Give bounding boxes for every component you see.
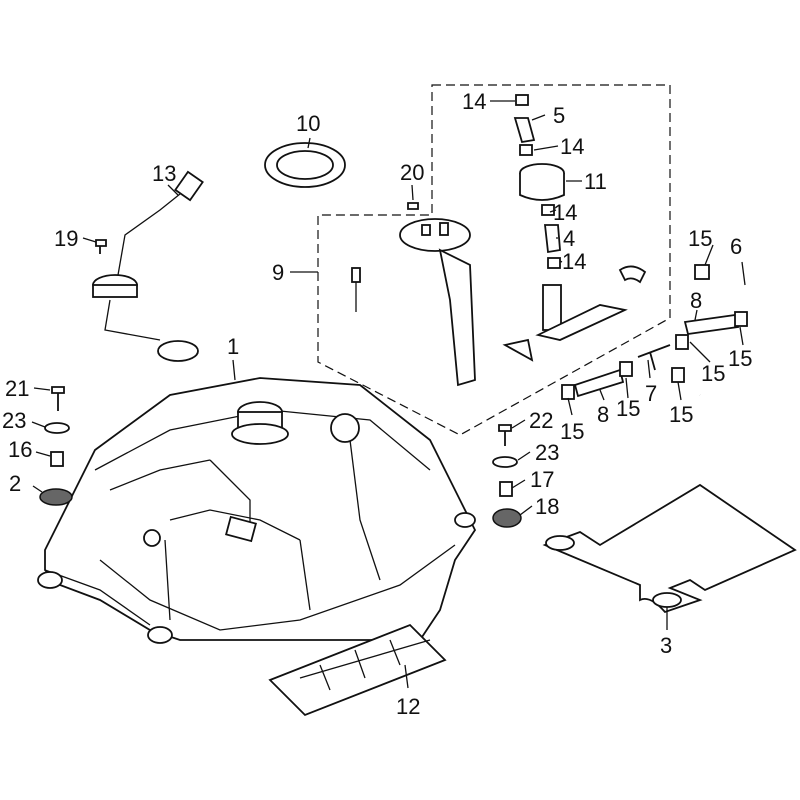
protective-mat	[542, 483, 797, 614]
bolt-21	[51, 386, 65, 411]
collar-17	[499, 481, 513, 497]
warning-label	[268, 623, 447, 717]
callout-11: 11	[584, 169, 607, 194]
callout-3: 3	[660, 633, 672, 658]
collar-16	[50, 451, 64, 467]
screw-19	[95, 239, 107, 254]
fuel-level-sender	[92, 170, 204, 362]
callout-20: 20	[400, 160, 424, 185]
t-fitting-7	[637, 344, 671, 371]
callout-17: 17	[530, 467, 554, 492]
callout-1: 1	[227, 334, 239, 359]
gasket	[264, 142, 346, 188]
fuel-filter	[519, 163, 565, 201]
fuel-tank	[37, 377, 477, 644]
callout-5: 5	[553, 103, 565, 128]
hose-8	[683, 313, 740, 336]
clamp	[547, 257, 561, 269]
callout-14: 14	[560, 134, 584, 159]
callout-16: 16	[8, 437, 32, 462]
callout-15: 15	[728, 346, 752, 371]
callout-15: 15	[560, 419, 584, 444]
bolt-22	[498, 424, 512, 446]
washer-23	[44, 422, 70, 434]
callout-15: 15	[616, 396, 640, 421]
callout-15: 15	[669, 402, 693, 427]
callout-8: 8	[597, 402, 609, 427]
callout-23: 23	[2, 408, 26, 433]
callout-15: 15	[688, 226, 712, 251]
callout-10: 10	[296, 111, 320, 136]
callout-7: 7	[645, 381, 657, 406]
clamp-15	[694, 264, 710, 280]
callout-13: 13	[152, 161, 176, 186]
callout-14: 14	[553, 200, 577, 225]
hose-5	[513, 117, 536, 144]
clamp	[515, 94, 529, 106]
callout-8: 8	[690, 288, 702, 313]
clamp	[519, 144, 533, 156]
clamp-15	[671, 367, 685, 383]
screw-20	[407, 202, 419, 210]
callout-14: 14	[562, 249, 586, 274]
rubber-mount-2	[39, 488, 73, 506]
clamp-15	[619, 361, 633, 377]
callout-12: 12	[396, 694, 420, 719]
clamp-15	[561, 384, 575, 400]
callout-18: 18	[535, 494, 559, 519]
callout-6: 6	[730, 234, 742, 259]
callout-22: 22	[529, 408, 553, 433]
callout-4: 4	[563, 226, 575, 251]
callout-15: 15	[701, 361, 725, 386]
hose-8	[573, 368, 625, 398]
callout-9: 9	[272, 260, 284, 285]
callouts: 14 5 14 11 14 4 14 10 20 13 19 9 15 6 8 …	[2, 89, 752, 719]
fuel-pump-assembly-boundary	[317, 84, 671, 436]
rubber-mount-18	[492, 508, 522, 528]
callout-23: 23	[535, 440, 559, 465]
callout-21: 21	[5, 376, 29, 401]
clamp-15	[675, 334, 689, 350]
callout-2: 2	[9, 471, 21, 496]
clamp-15	[734, 311, 748, 327]
fuel-pump-bracket	[351, 218, 647, 387]
hose-4	[543, 224, 561, 254]
leader-lines	[31, 100, 746, 689]
callout-19: 19	[54, 226, 78, 251]
fuel-pump	[535, 284, 628, 341]
callout-14: 14	[462, 89, 486, 114]
washer-23	[492, 456, 518, 468]
